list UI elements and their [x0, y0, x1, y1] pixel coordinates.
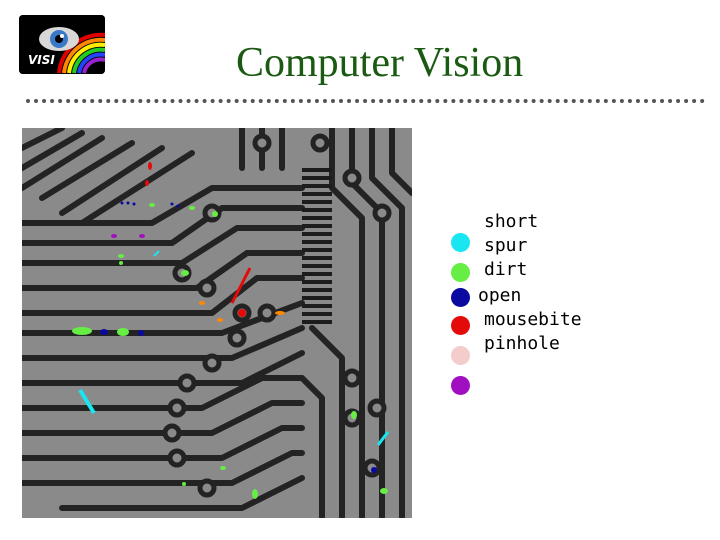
page-title: Computer Vision — [236, 40, 524, 86]
pcb-defect-image — [19, 125, 415, 521]
legend-swatch-dirt — [451, 288, 470, 307]
legend-label-spur: spur — [484, 235, 528, 256]
legend-swatch-mousebite — [451, 346, 470, 365]
legend-swatch-pinhole — [451, 376, 470, 395]
dotted-divider — [26, 99, 705, 103]
defect-legend: short spur dirt open mousebite pinhole — [440, 208, 660, 398]
eye-rainbow-icon — [19, 15, 105, 74]
legend-label-pinhole: pinhole — [484, 333, 560, 354]
legend-swatch-short — [451, 233, 470, 252]
legend-label-open: open — [478, 285, 522, 306]
visi-logo: VISI — [19, 15, 105, 74]
legend-label-short: short — [484, 211, 539, 232]
logo-text: VISI — [28, 53, 55, 67]
legend-label-dirt: dirt — [484, 259, 528, 280]
legend-swatch-spur — [451, 263, 470, 282]
legend-label-mousebite: mousebite — [484, 309, 582, 330]
legend-swatch-open — [451, 316, 470, 335]
